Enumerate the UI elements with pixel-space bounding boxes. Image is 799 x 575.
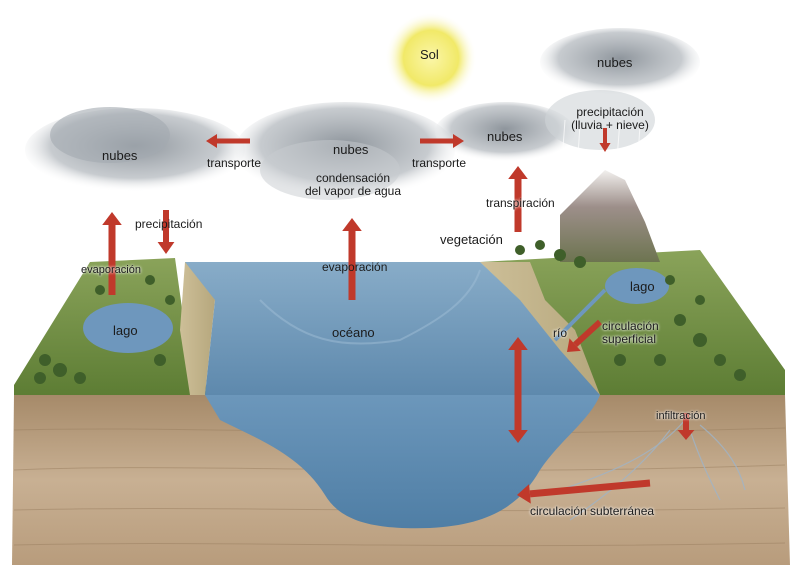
transport-right-label: transporte <box>412 156 467 170</box>
clouds-top-right-label: nubes <box>597 55 633 70</box>
ocean-cross-section <box>205 395 600 529</box>
mountain <box>560 170 660 262</box>
lake-left-shape <box>83 303 173 353</box>
infiltration-arrow <box>677 413 695 440</box>
rain-streaks <box>559 119 641 201</box>
clouds-left-label: nubes <box>102 148 138 163</box>
evaporation-left-arrow <box>102 212 122 295</box>
ocean-surface <box>185 262 600 395</box>
condensation-label-line2: del vapor de agua <box>304 183 402 198</box>
river-shape <box>553 288 607 342</box>
cloud-right <box>435 102 575 162</box>
transport-right-arrow <box>420 134 464 148</box>
evaporation-center-arrow <box>342 218 362 300</box>
clouds-right-label: nubes <box>487 129 523 144</box>
river-label: río <box>553 326 568 340</box>
precipitation-right-arrow <box>599 128 611 152</box>
precipitation-right-label: precipitación (lluvia + nieve) <box>564 106 656 131</box>
beach-left <box>180 262 215 395</box>
cloud-top-right <box>540 28 700 150</box>
surface-circulation-arrow <box>567 319 603 352</box>
precipitation-right-line1: precipitación <box>576 105 644 119</box>
transport-left-label: transporte <box>207 156 262 170</box>
condensation-label: condensación del vapor de agua <box>298 172 408 197</box>
groundwater-arrow <box>517 479 651 504</box>
lake-right-shape <box>605 268 669 304</box>
cloud-center <box>235 102 455 200</box>
lake-left-label: lago <box>113 323 138 338</box>
clouds-center-label: nubes <box>333 142 369 157</box>
flow-arrows <box>102 128 695 504</box>
surface-circulation-line1: circulación <box>602 319 659 333</box>
evaporation-center-label: evaporación <box>322 260 388 274</box>
condensation-label-line1: condensación <box>315 171 391 185</box>
transport-left-arrow <box>206 134 250 148</box>
transpiration-label: transpiración <box>486 196 555 210</box>
vegetation-trees <box>34 240 746 384</box>
transpiration-arrow <box>508 166 528 232</box>
ocean-vertical-arrow <box>508 337 528 443</box>
evaporation-left-label: evaporación <box>81 264 141 276</box>
infiltration-label: infiltración <box>656 410 706 422</box>
surface-circulation-label: circulación superficial <box>602 320 659 345</box>
land-right <box>480 250 785 395</box>
surface-circulation-line2: superficial <box>602 331 657 346</box>
cloud-left <box>25 107 245 192</box>
groundwater-circulation-label: circulación subterránea <box>530 504 655 518</box>
sun-label: Sol <box>420 47 439 62</box>
vegetation-label: vegetación <box>440 232 503 247</box>
precipitation-left-label: precipitación <box>135 217 203 231</box>
ocean-label: océano <box>332 325 375 340</box>
lake-right-label: lago <box>630 279 655 294</box>
precipitation-right-line2: (lluvia + nieve) <box>571 117 649 132</box>
precipitation-left-arrow <box>157 210 175 254</box>
sun-icon <box>385 12 477 104</box>
